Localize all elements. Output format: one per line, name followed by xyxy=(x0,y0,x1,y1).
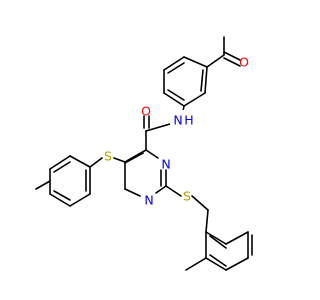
molecule-structure: O N H O N N S S xyxy=(35,36,253,271)
atom-s-benzyl: S xyxy=(183,189,191,204)
atom-o-acetyl: O xyxy=(239,55,249,70)
atom-n3-pyrimidine: N xyxy=(161,157,170,172)
atom-h-amide: H xyxy=(184,113,193,128)
atom-s-aryl: S xyxy=(104,149,112,164)
atom-label-layer: O N H O N N S S xyxy=(104,55,249,208)
atom-n-amide: N xyxy=(173,113,182,128)
atom-n1-pyrimidine: N xyxy=(144,193,153,208)
bond-layer xyxy=(35,36,253,271)
atom-o-carbonyl: O xyxy=(141,104,151,119)
